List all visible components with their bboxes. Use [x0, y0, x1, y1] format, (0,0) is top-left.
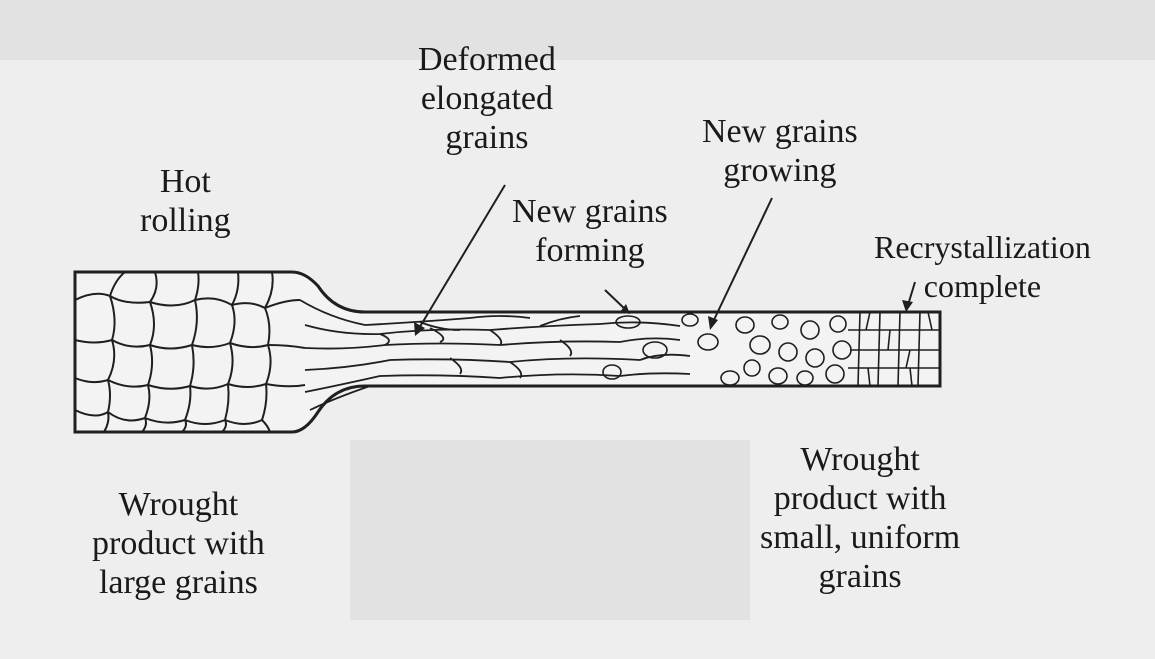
small-line-1: Wrought	[760, 440, 960, 479]
hot-rolling-line-1: Hot	[140, 162, 231, 201]
small-line-2: product with	[760, 479, 960, 518]
recrystallization-label: Recrystallization complete	[874, 228, 1091, 306]
large-grains-label: Wrought product with large grains	[92, 485, 265, 602]
large-line-1: Wrought	[92, 485, 265, 524]
forming-arrow	[605, 290, 626, 310]
small-line-3: small, uniform	[760, 518, 960, 557]
large-line-2: product with	[92, 524, 265, 563]
forming-line-2: forming	[512, 231, 668, 270]
metal-strip-outline	[75, 272, 940, 432]
hot-rolling-label: Hot rolling	[140, 162, 231, 240]
small-grains-label: Wrought product with small, uniform grai…	[760, 440, 960, 596]
deformed-line-1: Deformed	[418, 40, 556, 79]
deformed-line-3: grains	[418, 118, 556, 157]
growing-line-2: growing	[702, 151, 858, 190]
recryst-line-1: Recrystallization	[874, 228, 1091, 267]
large-line-3: large grains	[92, 563, 265, 602]
growing-arrow	[712, 198, 772, 324]
forming-line-1: New grains	[512, 192, 668, 231]
new-grains-growing-label: New grains growing	[702, 112, 858, 190]
small-line-4: grains	[760, 557, 960, 596]
deformed-line-2: elongated	[418, 79, 556, 118]
hot-rolling-line-2: rolling	[140, 201, 231, 240]
new-grains-forming-label: New grains forming	[512, 192, 668, 270]
growing-line-1: New grains	[702, 112, 858, 151]
recryst-line-2: complete	[874, 267, 1091, 306]
deformed-arrow	[418, 185, 505, 330]
deformed-grains-label: Deformed elongated grains	[418, 40, 556, 157]
